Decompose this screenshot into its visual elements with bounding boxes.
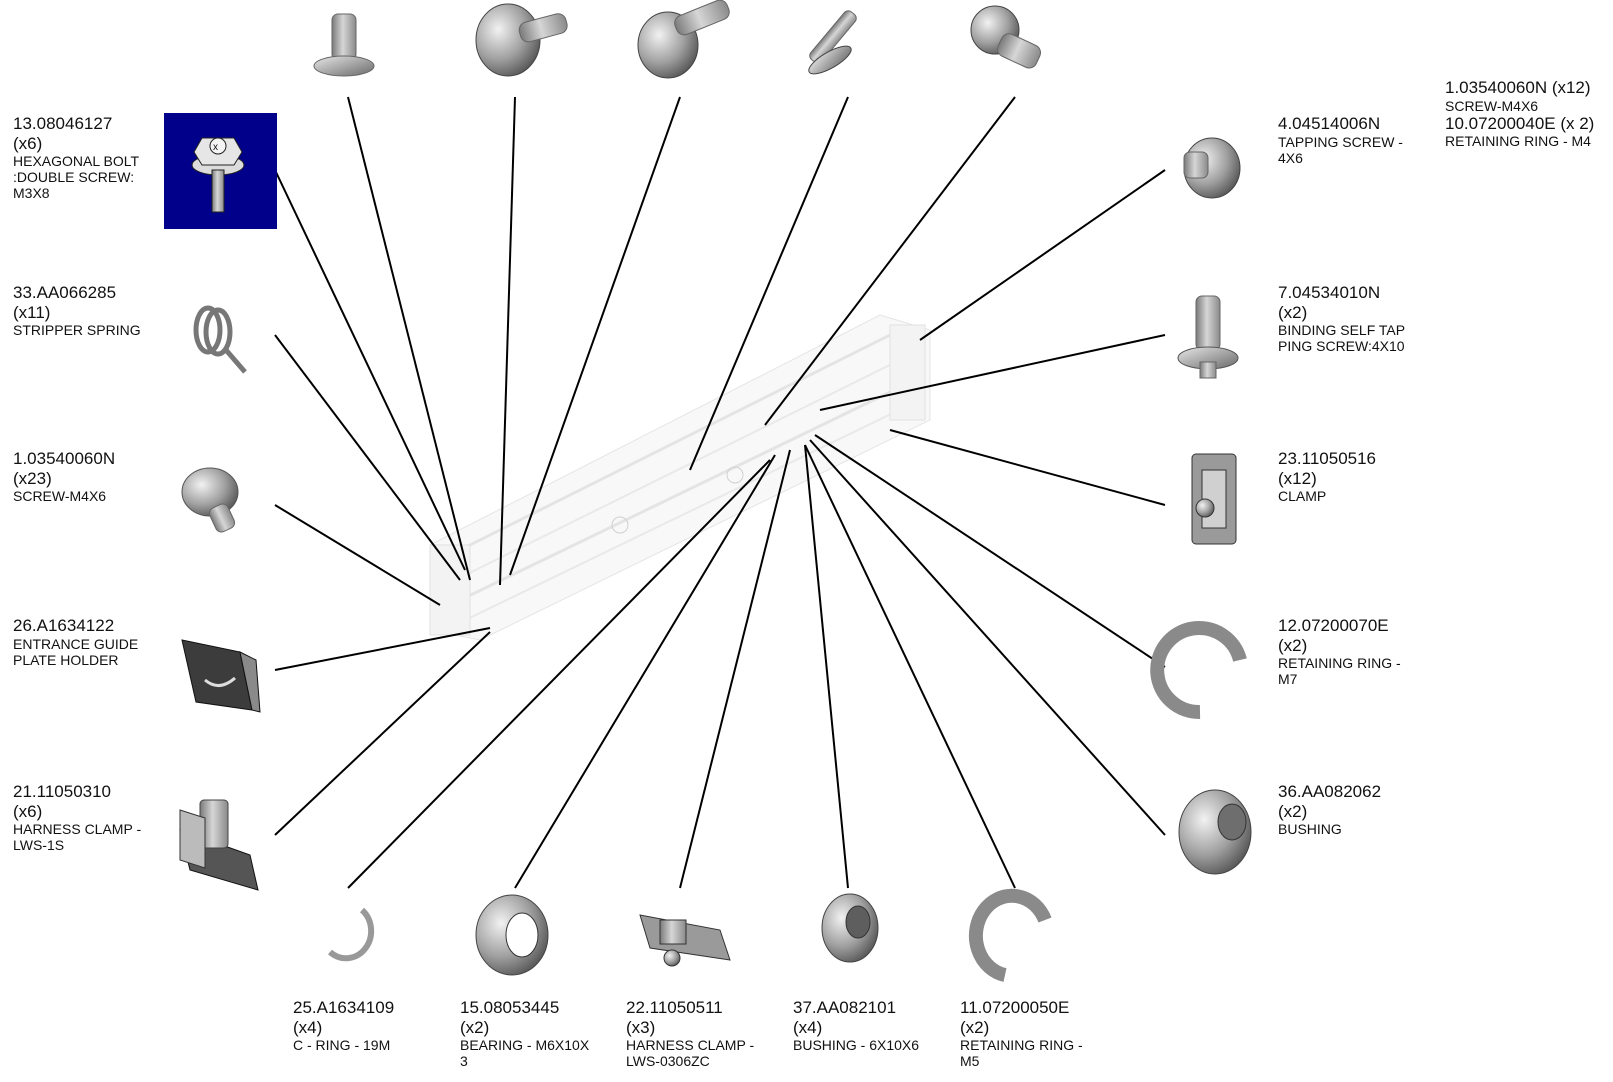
- tapping-screw-top-icon: [970, 5, 1042, 69]
- stripper-spring-icon: [193, 305, 247, 374]
- part-number: 23.11050516: [1278, 449, 1377, 468]
- description: RETAINING RING -: [960, 1037, 1083, 1054]
- clamp-icon: [1191, 453, 1237, 545]
- part-number: 26.A1634122: [13, 616, 115, 635]
- description: STRIPPER SPRING: [13, 322, 141, 339]
- label-11: 11.07200050E (x2) RETAINING RING - M5: [960, 998, 1083, 1069]
- tapping-screw-icon: [1183, 137, 1241, 199]
- description: BINDING SELF TAP: [1278, 322, 1406, 339]
- description: CLAMP: [1278, 488, 1327, 505]
- label-21: 21.11050310 (x6) HARNESS CLAMP - LWS-1S: [13, 782, 141, 853]
- description: HEXAGONAL BOLT: [13, 153, 140, 170]
- quantity: (x2): [1278, 302, 1308, 322]
- description: HARNESS CLAMP -: [13, 821, 142, 838]
- label-4: 4.04514006N TAPPING SCREW - 4X6: [1278, 114, 1403, 166]
- bushing-6x10x6-icon: [821, 893, 879, 963]
- description-2: PLATE HOLDER: [13, 651, 119, 668]
- part-number: 7.04534010N: [1278, 283, 1381, 302]
- description: C - RING - 19M: [293, 1037, 391, 1054]
- description-2: M5: [960, 1053, 980, 1070]
- binding-self-tapping-screw-icon: [1177, 295, 1239, 379]
- quantity: (x2): [960, 1017, 990, 1037]
- entrance-guide-plate-holder-icon: [181, 639, 261, 713]
- description-2: M7: [1278, 671, 1298, 688]
- label-23: 23.11050516 (x12) CLAMP: [1278, 449, 1376, 504]
- description-2: LWS-0306ZC: [626, 1053, 710, 1070]
- label-25: 25.A1634109 (x4) C - RING - 19M: [293, 998, 394, 1053]
- part-number: 12.07200070E: [1278, 616, 1389, 635]
- label-33: 33.AA066285 (x11) STRIPPER SPRING: [13, 283, 141, 338]
- description: ENTRANCE GUIDE: [13, 635, 139, 652]
- part-number: 22.11050511: [626, 998, 723, 1017]
- description: HARNESS CLAMP -: [626, 1037, 755, 1054]
- retaining-ring-m5-icon: [968, 888, 1052, 982]
- label-26: 26.A1634122 ENTRANCE GUIDE PLATE HOLDER: [13, 616, 138, 668]
- flange-screw-icon-1: [475, 3, 568, 77]
- description-2: 4X6: [1278, 149, 1303, 166]
- quantity: (x11): [13, 302, 51, 322]
- label-36: 36.AA082062 (x2) BUSHING: [1278, 782, 1381, 837]
- description-3: M3X8: [13, 185, 50, 202]
- description-2: :DOUBLE SCREW:: [13, 169, 135, 186]
- long-screw-icon: [808, 10, 857, 75]
- quantity: (x4): [293, 1017, 323, 1037]
- label-7: 7.04534010N (x2) BINDING SELF TAP PING S…: [1278, 283, 1405, 354]
- part-number: 11.07200050E: [960, 998, 1070, 1017]
- label-15: 15.08053445 (x2) BEARING - M6X10X 3: [460, 998, 589, 1069]
- c-ring-icon: [328, 907, 375, 962]
- fuser-assembly: [429, 314, 931, 641]
- quantity: (x6): [13, 133, 43, 153]
- part-number: 15.08053445: [460, 998, 560, 1017]
- description-2: LWS-1S: [13, 837, 65, 854]
- label-13: 13.08046127 (x6) HEXAGONAL BOLT :DOUBLE …: [13, 114, 139, 201]
- description: SCREW-M4X6: [13, 488, 107, 505]
- bushing-icon: [1178, 789, 1252, 875]
- description: TAPPING SCREW -: [1278, 133, 1403, 150]
- part-number: 21.11050310: [13, 782, 112, 801]
- label-top-right: 1.03540060N (x12) SCREW-M4X6 10.07200040…: [1445, 78, 1594, 149]
- quantity: (x2): [1278, 801, 1308, 821]
- part-number-2: 10.07200040E (x 2): [1445, 113, 1595, 133]
- part-number: 37.AA082101: [793, 998, 897, 1017]
- harness-clamp-lws-1s-icon: [179, 799, 259, 891]
- harness-clamp-lws-0306zc-icon: [639, 914, 731, 967]
- quantity: (x12): [1278, 468, 1317, 488]
- part-number: 1.03540060N (x12): [1445, 78, 1591, 97]
- leader-lines: [274, 96, 1166, 889]
- part-number: 13.08046127: [13, 114, 113, 133]
- label-22: 22.11050511 (x3) HARNESS CLAMP - LWS-030…: [626, 998, 754, 1069]
- description: BUSHING - 6X10X6: [793, 1037, 920, 1054]
- part-number: 25.A1634109: [293, 998, 395, 1017]
- description: BEARING - M6X10X: [460, 1037, 590, 1054]
- quantity: (x23): [13, 468, 52, 488]
- quantity: (x4): [793, 1017, 823, 1037]
- part-number: 33.AA066285: [13, 283, 117, 302]
- part-number: 4.04514006N: [1278, 114, 1381, 133]
- quantity: (x2): [460, 1017, 490, 1037]
- description-2: 3: [460, 1053, 468, 1070]
- label-12: 12.07200070E (x2) RETAINING RING - M7: [1278, 616, 1401, 687]
- description: RETAINING RING -: [1278, 655, 1401, 672]
- label-1: 1.03540060N (x23) SCREW-M4X6: [13, 449, 115, 504]
- quantity: (x6): [13, 801, 43, 821]
- description-2: RETAINING RING - M4: [1445, 133, 1591, 150]
- description-2: PING SCREW:4X10: [1278, 338, 1405, 355]
- binding-screw-top-icon: [313, 13, 375, 77]
- description: SCREW-M4X6: [1445, 97, 1539, 114]
- hexagonal-bolt-icon: x: [191, 137, 245, 213]
- flange-screw-icon-2: [637, 0, 730, 79]
- svg-text:x: x: [213, 142, 218, 153]
- bearing-icon: [475, 894, 549, 976]
- retaining-ring-m7-icon: [1150, 621, 1247, 720]
- quantity: (x2): [1278, 635, 1308, 655]
- label-37: 37.AA082101 (x4) BUSHING - 6X10X6: [793, 998, 919, 1053]
- part-number: 36.AA082062: [1278, 782, 1382, 801]
- quantity: (x3): [626, 1017, 656, 1037]
- description: BUSHING: [1278, 821, 1342, 838]
- part-number: 1.03540060N: [13, 449, 116, 468]
- screw-m4x6-icon: [181, 467, 239, 533]
